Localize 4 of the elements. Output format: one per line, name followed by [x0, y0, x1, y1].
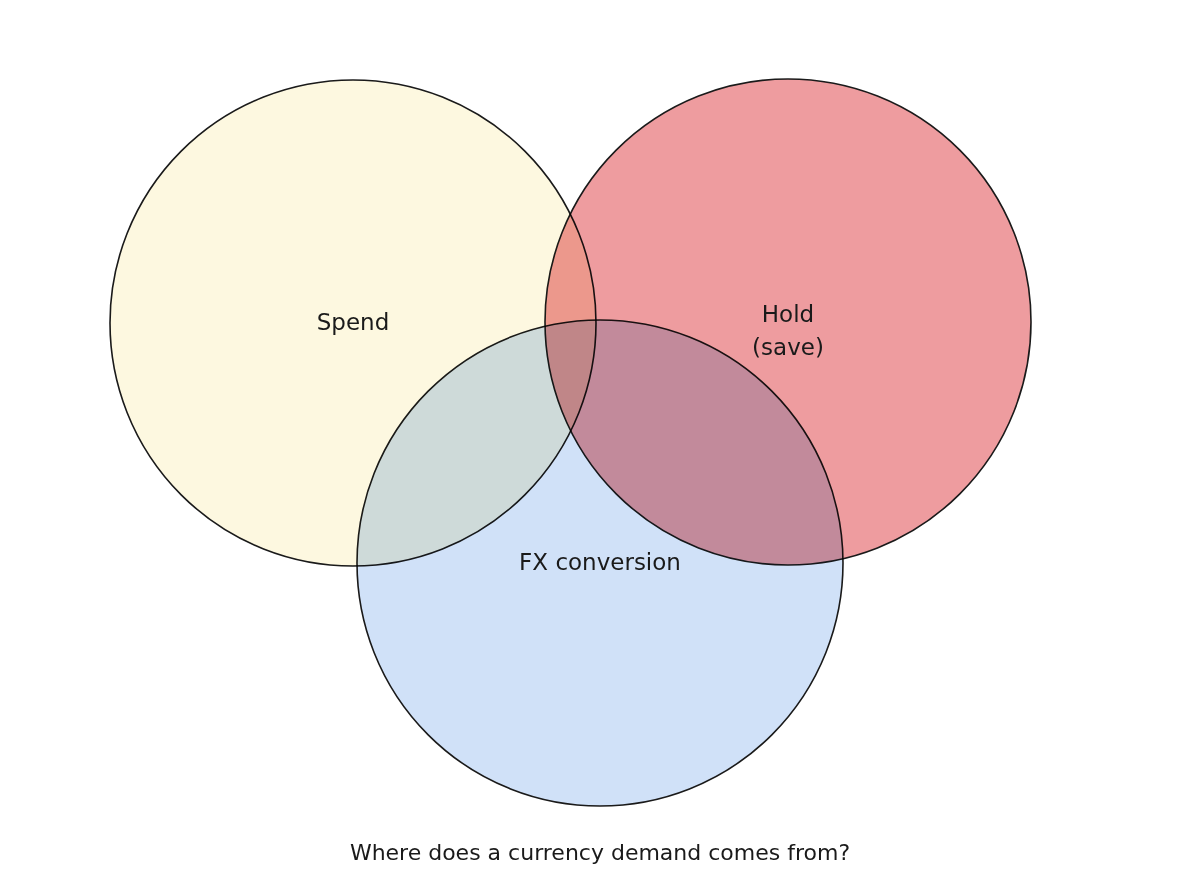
circle-label: FX conversion — [518, 548, 682, 578]
circle-label: Hold (save) — [751, 299, 825, 362]
caption: Where does a currency demand comes from? — [349, 840, 851, 865]
circle-label: Spend — [315, 308, 391, 338]
